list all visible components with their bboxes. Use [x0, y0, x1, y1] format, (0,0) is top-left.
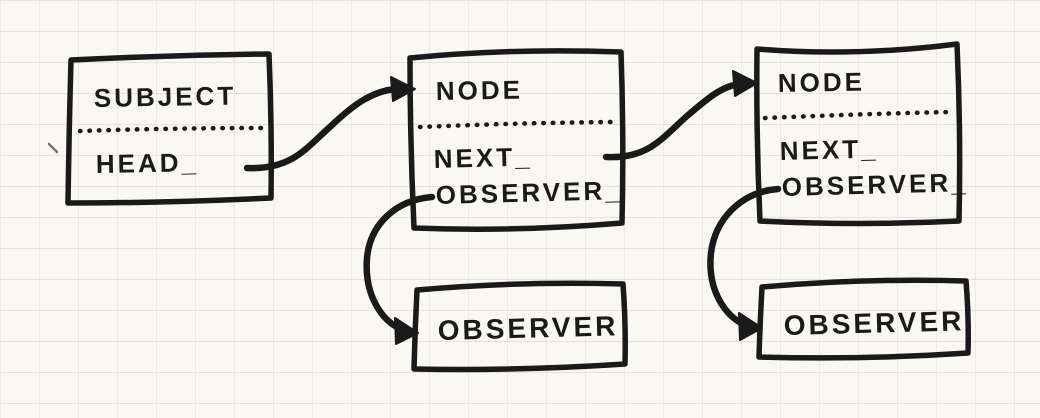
edge-node-1-to-observer-1-line [363, 193, 436, 333]
node-2-divider [762, 109, 953, 121]
node-1-title: NODE [436, 74, 524, 106]
edge-node-2-to-observer-2-line [707, 185, 782, 329]
node-1-field-next: NEXT_ [433, 141, 533, 174]
node-2-title: NODE [778, 66, 866, 98]
subject-box: SUBJECT HEAD_ [65, 51, 274, 206]
observer-2-border [756, 277, 971, 361]
subject-divider [77, 125, 269, 134]
node-2-field-observer: OBSERVER_ [781, 167, 969, 202]
stray-mark [47, 142, 59, 154]
observer-1-box: OBSERVER [411, 280, 628, 373]
observer-1-title: OBSERVER [437, 310, 618, 346]
edge-next-to-node-2 [602, 70, 758, 161]
node-1-box: NODE NEXT_ OBSERVER_ [407, 48, 626, 232]
edge-node-2-to-observer-2-arrowhead [738, 312, 763, 341]
edge-node-1-to-observer-1-arrowhead [394, 317, 419, 345]
node-2-box: NODE NEXT_ OBSERVER_ [754, 41, 969, 227]
node-1-border [407, 48, 626, 232]
edge-node-1-to-observer-1 [363, 193, 436, 345]
edge-next-to-node-2-line [602, 80, 744, 161]
subject-title: SUBJECT [94, 81, 237, 113]
observer-1-border [411, 280, 628, 373]
edge-head-to-node-1-line [243, 85, 400, 172]
edge-next-to-node-2-arrowhead [732, 70, 758, 97]
observer-2-title: OBSERVER [783, 305, 964, 341]
node-1-field-observer: OBSERVER_ [435, 175, 623, 210]
edge-head-to-node-1-arrowhead [390, 76, 416, 102]
observer-2-box: OBSERVER [756, 277, 971, 361]
node-2-field-next: NEXT_ [779, 133, 879, 166]
edge-node-2-to-observer-2 [707, 185, 782, 341]
edge-head-to-node-1 [243, 76, 416, 172]
subject-field-head: HEAD_ [96, 147, 200, 179]
node-1-divider [417, 119, 615, 130]
node-2-border [754, 41, 963, 227]
subject-box-border [65, 51, 274, 206]
